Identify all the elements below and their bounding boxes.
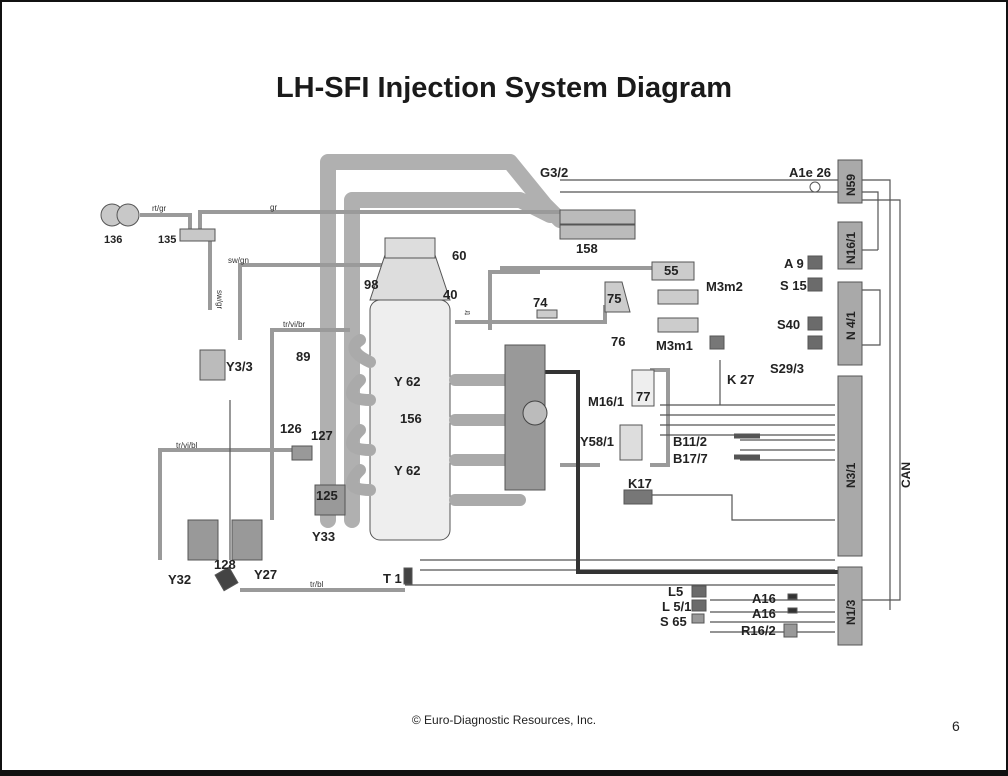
- label-m3m1: M3m1: [656, 338, 693, 353]
- label-l5: L5: [668, 584, 683, 599]
- label-s29-3: S29/3: [770, 361, 804, 376]
- label-76: 76: [611, 334, 625, 349]
- label-77: 77: [636, 389, 650, 404]
- hoses: [140, 210, 670, 592]
- label-60: 60: [452, 248, 466, 263]
- label-s65: S 65: [660, 614, 687, 629]
- components: [100, 159, 863, 646]
- label-a9: A 9: [784, 256, 804, 271]
- label-n16-1: N16/1: [844, 232, 858, 264]
- page-title: LH-SFI Injection System Diagram: [275, 72, 733, 104]
- label-126: 126: [280, 421, 302, 436]
- label-n4-1: N 4/1: [844, 311, 858, 340]
- label-m3m2: M3m2: [706, 279, 743, 294]
- label-g3-2: G3/2: [540, 165, 568, 180]
- label-a1e26: A1e 26: [789, 165, 831, 180]
- label-s15: S 15: [780, 278, 807, 293]
- label-y62-top: Y 62: [394, 374, 421, 389]
- label-y62-bottom: Y 62: [394, 463, 421, 478]
- label-a16-second: A16: [752, 606, 776, 621]
- label-y3-3: Y3/3: [226, 359, 253, 374]
- label-89: 89: [296, 349, 310, 364]
- label-y58-1: Y58/1: [580, 434, 614, 449]
- label-a16-first: A16: [752, 591, 776, 606]
- label-75: 75: [607, 291, 621, 306]
- label-t1: T 1: [383, 571, 402, 586]
- label-can: CAN: [899, 462, 913, 488]
- label-k17: K17: [628, 476, 652, 491]
- label-135: 135: [158, 234, 176, 246]
- label-156: 156: [400, 411, 422, 426]
- heavy-ground-wire: [540, 370, 845, 574]
- label-s40: S40: [777, 317, 800, 332]
- label-gr: gr: [270, 203, 277, 212]
- label-y33: Y33: [312, 529, 335, 544]
- label-swgr: sw/gr: [215, 290, 224, 309]
- label-n59: N59: [844, 174, 858, 196]
- label-136: 136: [104, 234, 122, 246]
- label-m16-1: M16/1: [588, 394, 624, 409]
- label-trvibl: tr/vi/bl: [176, 441, 198, 450]
- label-98: 98: [364, 277, 378, 292]
- component-labels: 136 135 rt/gr gr sw/gn sw/gr Y3/3 tr/vi/…: [104, 165, 913, 638]
- label-y27: Y27: [254, 567, 277, 582]
- label-k27: K 27: [727, 372, 754, 387]
- label-127: 127: [311, 428, 333, 443]
- label-swgn: sw/gn: [228, 256, 249, 265]
- label-158: 158: [576, 241, 598, 256]
- label-n3-1: N3/1: [844, 462, 858, 488]
- label-b17-7: B17/7: [673, 451, 708, 466]
- intake-manifold: [346, 237, 548, 541]
- label-tr: tr: [463, 310, 472, 315]
- label-rtgr: rt/gr: [152, 204, 167, 213]
- label-40: 40: [443, 287, 457, 302]
- label-y32: Y32: [168, 572, 191, 587]
- page-number: 6: [952, 718, 960, 734]
- label-trvibr: tr/vi/br: [283, 320, 306, 329]
- label-trbl: tr/bl: [310, 580, 324, 589]
- label-n1-3: N1/3: [844, 599, 858, 625]
- label-r16-2: R16/2: [741, 623, 776, 638]
- label-l5-1: L 5/1: [662, 599, 691, 614]
- label-55: 55: [664, 263, 678, 278]
- label-74: 74: [533, 295, 548, 310]
- label-b11-2: B11/2: [673, 434, 707, 449]
- copyright-footer: © Euro-Diagnostic Resources, Inc.: [411, 713, 597, 727]
- label-125: 125: [316, 488, 338, 503]
- label-128: 128: [214, 557, 236, 572]
